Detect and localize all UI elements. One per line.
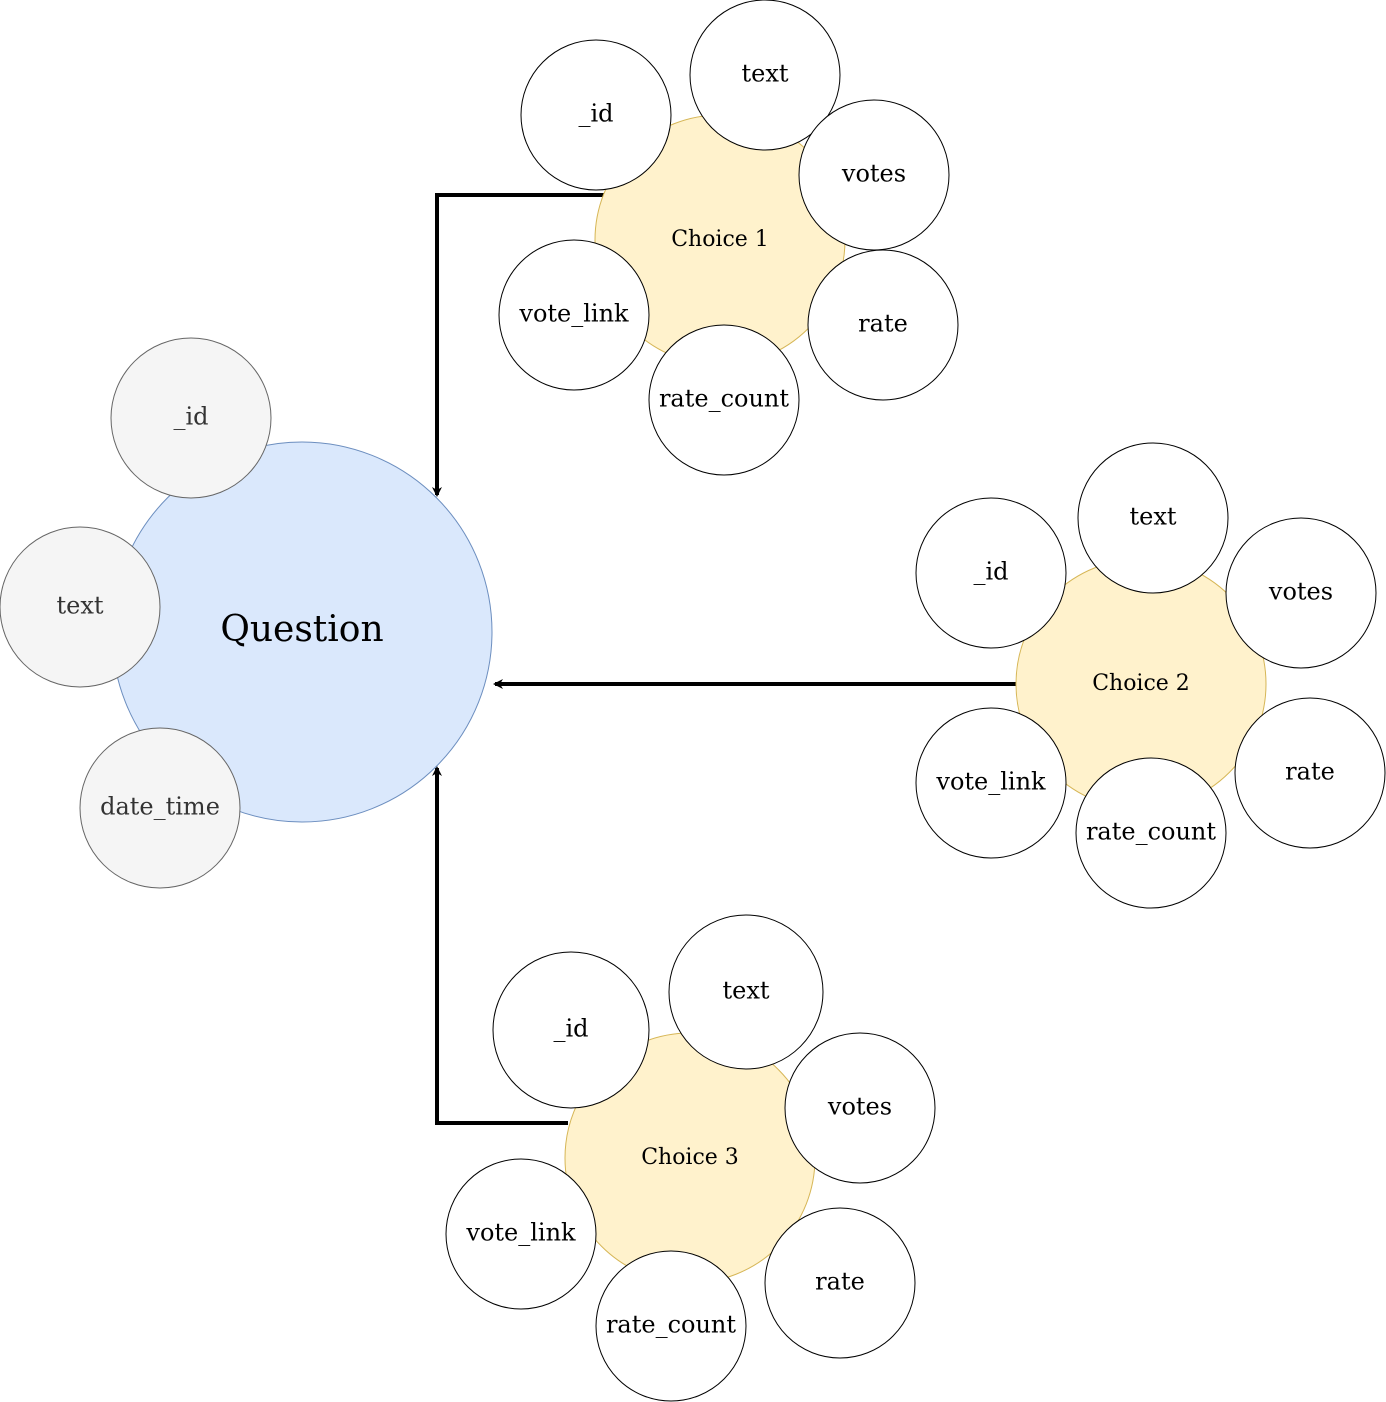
svg-text:rate_count: rate_count	[659, 385, 789, 413]
svg-text:_id: _id	[173, 403, 208, 431]
choice-3-field-rate-count: rate_count	[595, 1250, 747, 1402]
svg-text:votes: votes	[827, 1093, 892, 1121]
choice-2-entity: Choice 2 _id text votes vote_link rate r…	[915, 442, 1386, 909]
choice-1-field-text: text	[689, 0, 841, 151]
choice-3-field-id: _id	[492, 951, 650, 1109]
question-field-id: _id	[110, 337, 272, 499]
question-label: Question	[220, 609, 383, 650]
connector-choice-3-to-question	[432, 766, 568, 1125]
question-field-text: text	[0, 526, 161, 688]
choice-3-field-vote-link: vote_link	[445, 1158, 597, 1310]
svg-text:_id: _id	[973, 558, 1008, 586]
svg-text:_id: _id	[553, 1015, 588, 1043]
choice-2-field-rate: rate	[1234, 697, 1386, 849]
svg-text:text: text	[741, 60, 788, 88]
svg-text:rate: rate	[815, 1268, 865, 1296]
svg-text:rate_count: rate_count	[1086, 818, 1216, 846]
choice-3-field-votes: votes	[784, 1032, 936, 1184]
choice-2-field-rate-count: rate_count	[1075, 757, 1227, 909]
choice-1-field-id: _id	[520, 39, 672, 191]
choice-1-entity: Choice 1 _id text votes vote_link rate r…	[498, 0, 959, 476]
choice-2-field-id: _id	[915, 497, 1067, 649]
svg-text:votes: votes	[1268, 578, 1333, 606]
choice-1-field-rate-count: rate_count	[648, 324, 800, 476]
choice-2-field-vote-link: vote_link	[915, 707, 1067, 859]
svg-text:text: text	[56, 592, 103, 620]
choice-1-field-rate: rate	[807, 249, 959, 401]
svg-text:vote_link: vote_link	[518, 300, 629, 328]
svg-text:votes: votes	[841, 160, 906, 188]
svg-text:vote_link: vote_link	[935, 768, 1046, 796]
svg-text:text: text	[1129, 503, 1176, 531]
choice-2-label: Choice 2	[1092, 671, 1190, 696]
svg-text:vote_link: vote_link	[465, 1219, 576, 1247]
question-field-date-time: date_time	[79, 727, 241, 889]
choice-3-label: Choice 3	[641, 1145, 739, 1170]
svg-text:rate: rate	[1285, 758, 1335, 786]
question-entity: Question _id text date_time	[0, 337, 493, 889]
choice-3-entity: Choice 3 _id text votes vote_link rate r…	[445, 914, 936, 1402]
choice-1-field-votes: votes	[798, 99, 950, 251]
choice-3-field-rate: rate	[764, 1207, 916, 1359]
svg-text:rate_count: rate_count	[606, 1311, 736, 1339]
choice-1-label: Choice 1	[671, 227, 769, 252]
connector-choice-1-to-question	[432, 193, 607, 497]
svg-text:date_time: date_time	[100, 793, 220, 821]
svg-text:_id: _id	[578, 100, 613, 128]
svg-text:rate: rate	[858, 310, 908, 338]
choice-1-field-vote-link: vote_link	[498, 239, 650, 391]
choice-2-field-text: text	[1077, 442, 1229, 594]
choice-2-field-votes: votes	[1225, 517, 1377, 669]
choice-3-field-text: text	[668, 914, 824, 1070]
svg-text:text: text	[722, 977, 769, 1005]
